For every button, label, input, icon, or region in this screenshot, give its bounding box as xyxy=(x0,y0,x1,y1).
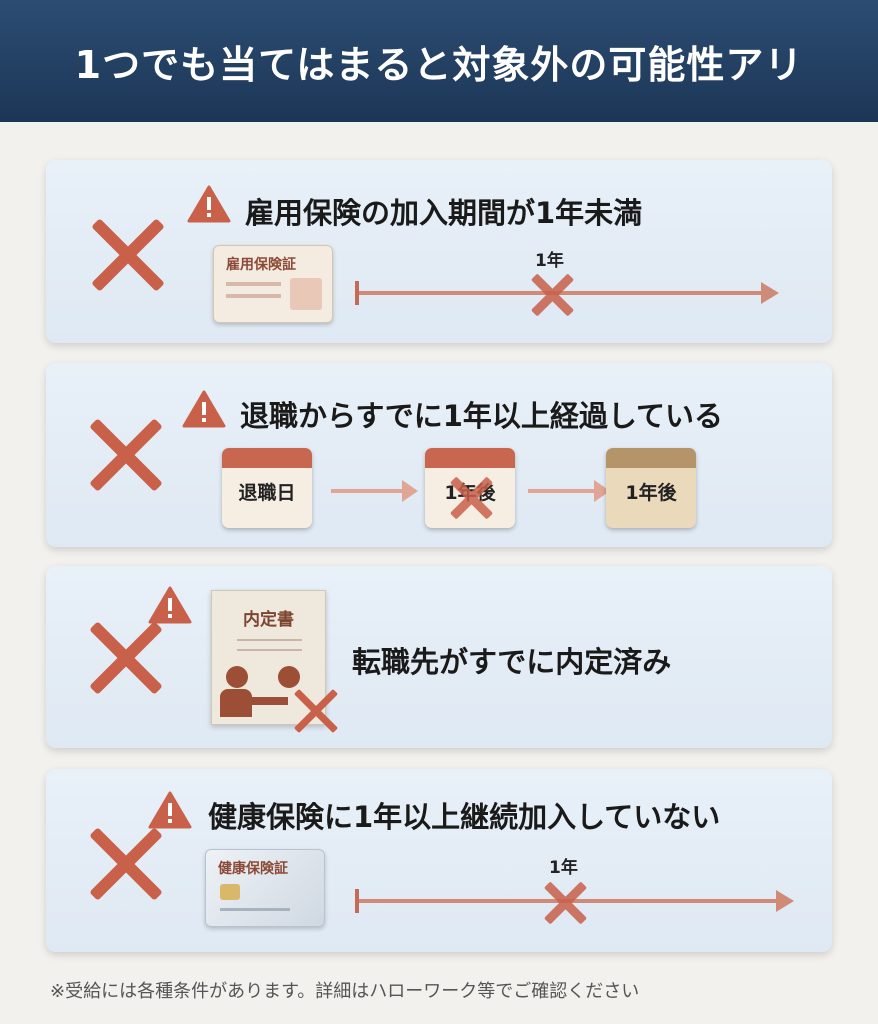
job-offer-document-icon: 内定書 xyxy=(211,590,326,725)
warning-icon xyxy=(187,185,231,223)
timeline-label: 1年 xyxy=(549,858,578,878)
card-label: 雇用保険証 xyxy=(226,257,296,273)
condition-title: 健康保険に1年以上継続加入していない xyxy=(208,800,721,834)
condition-card-2: 退職からすでに1年以上経過している 退職日 1年後 1年後 xyxy=(46,363,832,547)
cross-icon xyxy=(88,215,168,295)
document-label: 内定書 xyxy=(243,610,294,630)
arrow-icon xyxy=(528,480,610,502)
condition-card-4: 健康保険に1年以上継続加入していない 健康保険証 1年 xyxy=(46,769,832,952)
condition-card-3: 内定書 転職先がすでに内定済み xyxy=(46,566,832,748)
warning-icon xyxy=(182,390,226,428)
cross-icon xyxy=(86,415,166,495)
employment-insurance-card-icon: 雇用保険証 xyxy=(213,245,333,323)
condition-card-1: 雇用保険の加入期間が1年未満 雇用保険証 1年 xyxy=(46,160,832,343)
cross-icon xyxy=(530,273,574,317)
card-label: 健康保険証 xyxy=(218,861,288,877)
calendar-icon: 退職日 xyxy=(222,448,312,528)
cross-icon xyxy=(543,881,587,925)
header: 1つでも当てはまると対象外の可能性アリ xyxy=(0,0,878,122)
warning-icon xyxy=(148,791,192,829)
condition-title: 転職先がすでに内定済み xyxy=(352,645,672,679)
cross-icon xyxy=(86,824,166,904)
page-title: 1つでも当てはまると対象外の可能性アリ xyxy=(74,42,804,87)
condition-title: 退職からすでに1年以上経過している xyxy=(240,399,724,433)
calendar-label: 1年後 xyxy=(625,482,677,504)
condition-title: 雇用保険の加入期間が1年未満 xyxy=(245,196,643,230)
footer-note: ※受給には各種条件があります。詳細はハローワーク等でご確認ください xyxy=(50,981,640,1002)
cross-icon xyxy=(86,618,166,698)
timeline-label: 1年 xyxy=(535,251,564,271)
calendar-label: 退職日 xyxy=(238,482,296,504)
health-insurance-card-icon: 健康保険証 xyxy=(205,849,325,927)
calendar-icon: 1年後 xyxy=(606,448,696,528)
cross-icon xyxy=(449,476,493,520)
arrow-icon xyxy=(331,480,418,502)
calendar-icon: 1年後 xyxy=(425,448,515,528)
warning-icon xyxy=(148,586,192,624)
cross-icon xyxy=(292,687,340,735)
